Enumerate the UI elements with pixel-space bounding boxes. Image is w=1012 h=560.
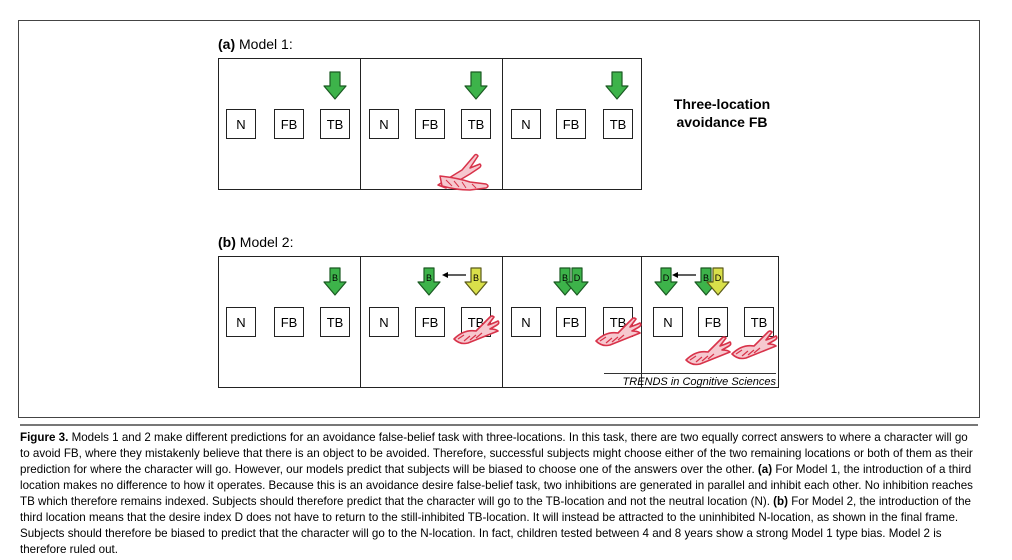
belief-arrow-icon: [605, 71, 629, 100]
panel-b-frame-4: N FB TB: [641, 256, 779, 388]
location-n: N: [226, 307, 256, 337]
belief-arrow-icon: [464, 71, 488, 100]
inhibition-hand-icon: [595, 317, 642, 347]
figure-graphics: B B B B D D B D: [323, 71, 778, 366]
location-tb: TB: [744, 307, 774, 337]
caption-a-label: (a): [757, 463, 773, 476]
inhibition-hand-icon: [731, 330, 778, 360]
location-fb: FB: [415, 109, 445, 139]
side-label: Three-location avoidance FB: [673, 96, 771, 130]
location-fb: FB: [556, 109, 586, 139]
belief-index-label: B: [473, 273, 479, 283]
location-n: N: [369, 109, 399, 139]
shift-arrow-icon: [672, 272, 696, 278]
location-fb: FB: [274, 109, 304, 139]
source-credit: TRENDS in Cognitive Sciences: [604, 373, 776, 388]
desire-index-label: D: [663, 273, 670, 283]
location-fb: FB: [274, 307, 304, 337]
location-tb: TB: [320, 109, 350, 139]
location-n: N: [511, 109, 541, 139]
location-n: N: [511, 307, 541, 337]
panel-b-title: (b) Model 2:: [218, 234, 294, 250]
inhibition-hand-icon: [453, 315, 500, 345]
caption-a-text: For Model 1, the introduction of a third…: [20, 463, 973, 508]
caption-intro: Models 1 and 2 make different prediction…: [20, 431, 973, 476]
caption-b-text: For Model 2, the introduction of the thi…: [20, 495, 972, 556]
shift-arrow-icon: [442, 272, 466, 278]
belief-index-label: B: [426, 273, 432, 283]
location-n: N: [369, 307, 399, 337]
inhibition-hand-icon: [685, 336, 732, 366]
location-n: N: [653, 307, 683, 337]
location-fb: FB: [415, 307, 445, 337]
location-fb: FB: [698, 307, 728, 337]
caption-heading: Figure 3.: [20, 431, 69, 444]
figure-frame: [18, 20, 980, 418]
belief-index-label: B: [332, 273, 338, 283]
panel-a-title: (a) Model 1:: [218, 36, 293, 52]
panel-b-frame-1: N FB TB: [218, 256, 361, 388]
belief-index-label: B: [703, 273, 709, 283]
location-n: N: [226, 109, 256, 139]
belief-arrow-icon: [323, 71, 347, 100]
desire-index-label: D: [574, 273, 581, 283]
figure-caption: Figure 3. Models 1 and 2 make different …: [20, 430, 978, 558]
belief-index-label: B: [562, 273, 568, 283]
location-fb: FB: [556, 307, 586, 337]
location-tb: TB: [320, 307, 350, 337]
location-tb: TB: [603, 109, 633, 139]
panel-a-frame-3: N FB TB: [502, 58, 642, 190]
desire-index-label: D: [715, 273, 722, 283]
caption-divider: [20, 424, 978, 426]
location-tb: TB: [461, 109, 491, 139]
inhibition-hand-icon: [437, 153, 489, 191]
caption-b-label: (b): [773, 495, 788, 508]
